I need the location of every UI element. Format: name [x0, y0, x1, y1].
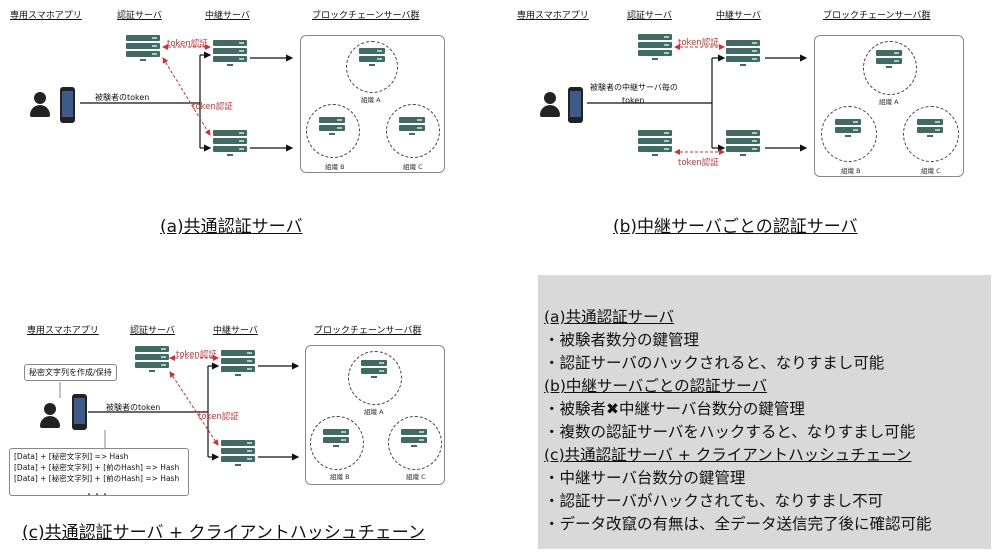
org-c	[386, 104, 440, 158]
relay-server-icon	[221, 440, 255, 466]
org-c	[903, 106, 959, 162]
hash-ellipsis: ・・・	[85, 490, 109, 499]
label-blockchain: ブロックチェーンサーバ群	[312, 11, 420, 21]
token-label: 被験者のtoken	[95, 93, 150, 102]
summary-item: ・データ改竄の有無は、全データ送信完了後に確認可能	[544, 515, 932, 533]
hash-line: [Data] + [秘密文字列] => Hash	[14, 452, 129, 461]
org-a	[348, 351, 402, 405]
smartphone-icon	[568, 87, 583, 123]
server-icon	[319, 117, 345, 143]
caption-a: (a)共通認証サーバ	[160, 217, 303, 237]
auth-server-icon	[126, 35, 160, 61]
summary-item: ・認証サーバがハックされても、なりすまし不可	[544, 492, 884, 510]
server-icon	[835, 119, 861, 145]
hash-line: [Data] + [秘密文字列] + [前のHash] => Hash	[14, 474, 180, 483]
caption-c: (c)共通認証サーバ + クライアントハッシュチェーン	[22, 523, 425, 543]
server-icon	[323, 429, 349, 455]
relay-server-icon	[213, 130, 247, 156]
org-c-label: 組織 C	[403, 163, 423, 171]
org-b-label: 組織 B	[325, 163, 345, 171]
org-b-label: 組織 B	[330, 473, 350, 481]
summary-item: ・被験者✖中継サーバ台数分の鍵管理	[544, 400, 805, 418]
hash-line: [Data] + [秘密文字列] + [前のHash] => Hash	[14, 463, 180, 472]
org-b	[310, 416, 364, 470]
org-b	[306, 104, 360, 158]
auth-server-icon	[638, 130, 672, 156]
relay-server-icon	[726, 40, 760, 66]
org-c-label: 組織 C	[921, 167, 941, 175]
server-icon	[399, 117, 425, 143]
token-label: 被験者のtoken	[106, 403, 161, 412]
blockchain-group: 組織 A 組織 B 組織 C	[814, 35, 964, 177]
token-auth-label: token認証	[678, 158, 719, 168]
org-a-label: 組織 A	[364, 408, 384, 416]
org-a	[863, 41, 917, 95]
org-c-label: 組織 C	[406, 473, 426, 481]
token-auth-label: token認証	[176, 350, 217, 360]
summary-item: ・被験者数分の鍵管理	[544, 331, 700, 349]
summary-item: ・複数の認証サーバをハックすると、なりすまし可能	[544, 423, 916, 441]
org-c	[388, 416, 442, 470]
label-relay-server: 中継サーバ	[213, 326, 258, 336]
summary-item: ・中継サーバ台数分の鍵管理	[544, 469, 746, 487]
token-label-line1: 被験者の中継サーバ毎の	[590, 83, 678, 92]
token-auth-label: token認証	[678, 38, 719, 48]
label-auth-server: 認証サーバ	[627, 11, 672, 21]
label-app: 専用スマホアプリ	[517, 11, 589, 21]
server-icon	[401, 429, 427, 455]
label-app: 専用スマホアプリ	[27, 326, 99, 336]
relay-server-icon	[213, 40, 247, 66]
label-auth-server: 認証サーバ	[130, 326, 175, 336]
smartphone-icon	[72, 394, 87, 430]
org-b-label: 組織 B	[841, 167, 861, 175]
org-a-label: 組織 A	[879, 98, 899, 106]
blockchain-group: 組織 A 組織 B 組織 C	[300, 35, 445, 173]
org-b	[821, 106, 877, 162]
org-a	[346, 41, 398, 93]
server-icon	[359, 48, 385, 74]
user-icon	[40, 403, 60, 429]
label-blockchain: ブロックチェーンサーバ群	[314, 326, 422, 336]
summary-heading-a: (a)共通認証サーバ	[544, 308, 674, 326]
relay-server-icon	[221, 350, 255, 376]
label-blockchain: ブロックチェーンサーバ群	[823, 11, 931, 21]
summary-heading-c: (c)共通認証サーバ + クライアントハッシュチェーン	[544, 446, 912, 464]
smartphone-icon	[60, 87, 75, 123]
auth-server-icon	[638, 34, 672, 60]
secret-note: 秘密文字列を作成/保持	[24, 364, 117, 381]
server-icon	[917, 119, 943, 145]
user-icon	[30, 92, 50, 118]
token-auth-label: token認証	[167, 39, 208, 49]
caption-b: (b)中継サーバごとの認証サーバ	[613, 217, 858, 237]
label-relay-server: 中継サーバ	[205, 11, 250, 21]
token-auth-label: token認証	[192, 102, 233, 112]
server-icon	[361, 360, 387, 386]
summary-heading-b: (b)中継サーバごとの認証サーバ	[544, 377, 767, 395]
summary-item: ・認証サーバのハックされると、なりすまし可能	[544, 354, 885, 372]
summary-panel: (a)共通認証サーバ ・被験者数分の鍵管理 ・認証サーバのハックされると、なりす…	[538, 275, 991, 549]
hash-chain-note: [Data] + [秘密文字列] => Hash [Data] + [秘密文字列…	[9, 448, 189, 496]
relay-server-icon	[726, 130, 760, 156]
server-icon	[876, 50, 902, 76]
auth-server-icon	[135, 346, 169, 372]
label-relay-server: 中継サーバ	[716, 11, 761, 21]
label-auth-server: 認証サーバ	[117, 11, 162, 21]
token-label-line2: token	[622, 96, 645, 105]
label-app: 専用スマホアプリ	[10, 11, 82, 21]
blockchain-group: 組織 A 組織 B 組織 C	[305, 345, 445, 485]
org-a-label: 組織 A	[361, 96, 381, 104]
token-auth-label: token認証	[198, 412, 239, 422]
user-icon	[540, 92, 560, 118]
